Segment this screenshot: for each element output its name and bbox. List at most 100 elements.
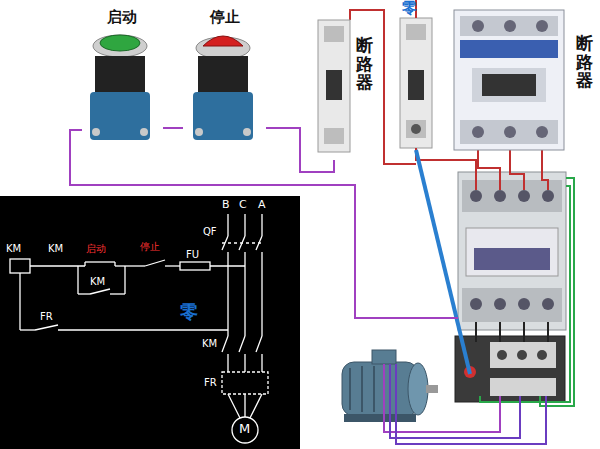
motor-part: [344, 414, 416, 422]
schematic-panel-part-part: [261, 252, 262, 336]
button-label: 停止: [140, 241, 160, 252]
relay-label: FR: [40, 311, 53, 322]
power-wire-part: [499, 322, 501, 342]
schematic-panel-part-part: [228, 394, 240, 418]
start-button-art-part-part: [95, 56, 145, 92]
motor-part: [361, 366, 363, 412]
contactor-part: [470, 298, 482, 310]
thermal-relay-part: [490, 342, 556, 368]
schematic-panel-part-part: [261, 214, 262, 236]
schematic-panel-part-part: [210, 265, 245, 266]
start-button-art-part-part: [140, 128, 148, 136]
circuit-breaker-art-part-part: [460, 120, 558, 144]
contactor-part: [466, 228, 558, 276]
phase-label: B: [222, 199, 230, 211]
schematic-panel-part-part: [239, 336, 245, 352]
motor-part: [342, 362, 418, 416]
schematic-panel-part-part: [19, 273, 20, 330]
schematic-panel-part-part: [227, 252, 228, 336]
power-wire-part: [542, 150, 548, 190]
contactor-part: [462, 288, 562, 322]
neutral-label: 零: [402, 0, 417, 17]
schematic-panel-part-part: [110, 293, 125, 294]
schematic-panel-part-part: [222, 372, 268, 394]
stop-button-art-part-part: [203, 36, 243, 46]
schematic-panel-part-part: [20, 329, 35, 330]
motor-part: [372, 350, 396, 364]
power-wire-part: [480, 186, 570, 402]
thermal-relay-part: [517, 350, 527, 360]
contactor-part: [518, 190, 530, 202]
schematic-panel-part-part: [232, 417, 258, 443]
schematic-panel-part-part: [77, 266, 78, 294]
schematic-panel-part: [0, 196, 300, 449]
thermal-relay-part: [490, 378, 556, 396]
contact-label: KM: [90, 276, 105, 287]
schematic-panel-part-part: [261, 354, 262, 372]
stop-button: 停止: [183, 6, 266, 146]
power-wire-part: [547, 322, 549, 342]
circuit-breaker-art-part-part: [324, 128, 344, 144]
motor-part: [349, 368, 351, 410]
circuit-breaker-art-part-part: [504, 20, 516, 32]
schematic-panel-part-part: [85, 261, 115, 262]
circuit-breaker-art-part-part: [482, 74, 536, 96]
circuit-breaker-art-part-part: [460, 40, 558, 58]
schematic-panel-part-part: [244, 354, 245, 372]
start-button-art-part-part: [92, 128, 100, 136]
circuit-breaker-art-part-part: [460, 16, 558, 36]
stop-button-art: [183, 32, 263, 148]
stop-button-art-part-part: [198, 56, 248, 92]
start-button: 启动: [80, 6, 163, 146]
breaker-label: QF: [203, 226, 217, 237]
start-button-art: [80, 32, 160, 148]
schematic-panel-part-part: [115, 265, 145, 266]
schematic-panel-part-part: [222, 242, 262, 243]
contact-label: KM: [48, 243, 63, 254]
schematic-panel-part-part: [250, 394, 262, 418]
relay-label: FR: [204, 377, 217, 388]
power-wire-part: [478, 150, 500, 190]
circuit-breaker-art-part-part: [504, 126, 516, 138]
stop-button-art-part-part: [193, 92, 253, 140]
middle-breaker-part: [411, 124, 421, 134]
power-wire-part: [540, 178, 574, 406]
component-label: 启动: [80, 8, 163, 27]
power-wire-part: [416, 150, 470, 374]
phase-label: A: [258, 199, 266, 211]
circuit-breaker-art-part-part: [326, 70, 342, 100]
schematic-panel-part-part: [78, 293, 90, 294]
coil-label: KM: [6, 243, 21, 254]
start-button-art-part-part: [100, 35, 140, 51]
circuit-breaker-art-part-part: [324, 26, 344, 42]
schematic-panel: [0, 196, 300, 449]
power-wire-part: [384, 364, 500, 432]
contactor-part: [474, 248, 550, 270]
schematic-panel-part-part: [35, 325, 58, 330]
schematic-panel-part-part: [145, 260, 165, 266]
schematic-panel-part: [10, 214, 268, 443]
contactor-part: [458, 172, 566, 330]
schematic-panel-part-part: [165, 265, 180, 266]
power-wire-part: [475, 322, 477, 342]
thermal-relay-part: [537, 350, 547, 360]
start-button-art-part-part: [90, 92, 150, 140]
circuit-breaker-art-part-part: [472, 68, 546, 102]
thermal-relay-part: [497, 350, 507, 360]
circuit-breaker-art-part-part: [472, 20, 484, 32]
schematic-panel-part-part: [30, 265, 85, 266]
circuit-breaker-art-part-part: [318, 20, 350, 152]
button-label: 启动: [86, 243, 106, 254]
stop-button-art-part-part: [196, 37, 250, 59]
schematic-panel-part-part: [10, 259, 30, 273]
contactor-part: [542, 298, 554, 310]
motor-part: [408, 363, 428, 415]
thermal-relay: [455, 336, 565, 402]
motor-label: M: [239, 422, 250, 436]
power-wire-part: [390, 364, 520, 438]
contactor-part: [494, 298, 506, 310]
power-wire-part: [510, 150, 524, 190]
stop-button-art-part-part: [195, 128, 203, 136]
schematic-panel-part-part: [227, 354, 228, 372]
